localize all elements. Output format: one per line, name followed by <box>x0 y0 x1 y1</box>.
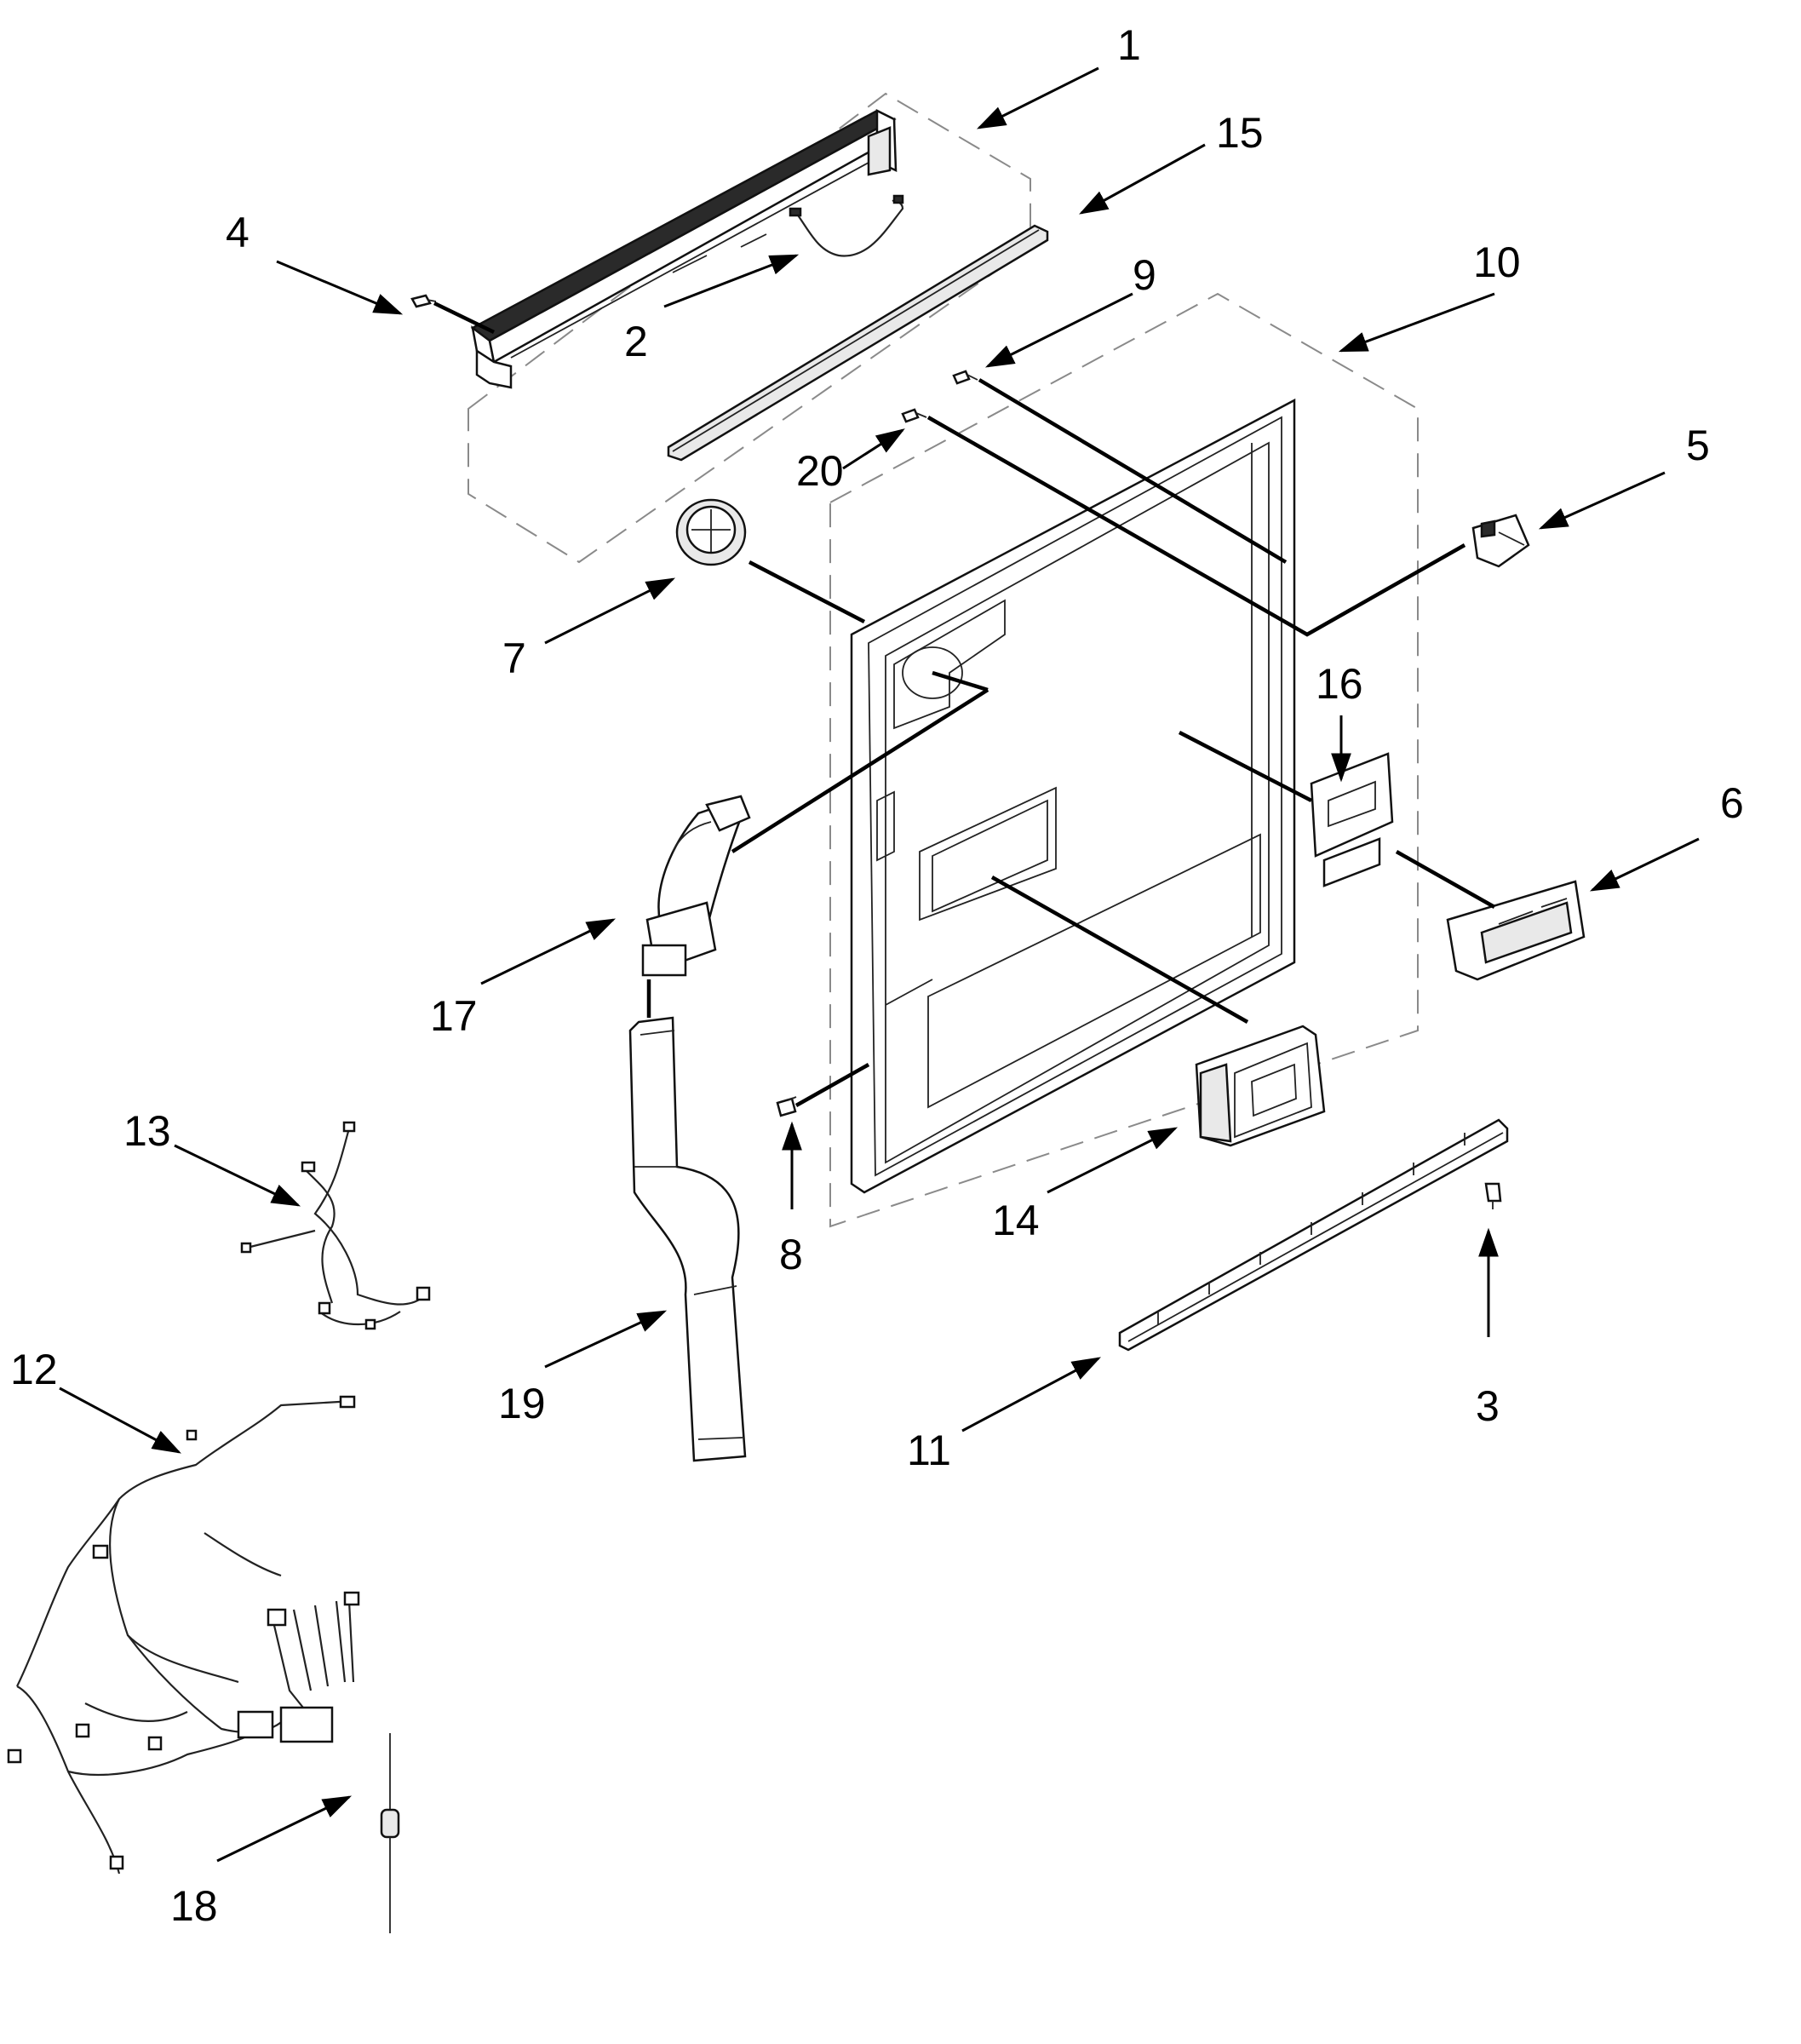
callout-10: 10 <box>1473 238 1521 286</box>
wire-harness-13 <box>240 1121 431 1330</box>
hinge-bracket <box>1310 752 1394 887</box>
screw-part-3 <box>1484 1182 1502 1209</box>
callout-8: 8 <box>779 1231 803 1278</box>
bottom-rail <box>1118 1118 1509 1352</box>
thermal-fuse <box>380 1733 400 1933</box>
callout-13: 13 <box>123 1107 171 1155</box>
callout-9: 9 <box>1133 251 1156 299</box>
vent-assembly <box>641 795 751 977</box>
door-latch-switch <box>1471 514 1530 568</box>
assembly-lines <box>433 301 1496 1107</box>
callout-5: 5 <box>1686 422 1710 469</box>
small-wire-harness <box>789 194 904 257</box>
callout-18: 18 <box>170 1882 218 1930</box>
door-gasket-strip <box>667 224 1049 462</box>
screw-part-4 <box>410 294 437 308</box>
detergent-dispenser <box>1195 1025 1326 1147</box>
screw-part-9 <box>952 370 978 385</box>
callout-6: 6 <box>1720 779 1744 827</box>
callout-2: 2 <box>624 318 648 365</box>
control-panel-trim <box>470 108 898 389</box>
callout-16: 16 <box>1316 660 1363 708</box>
round-vent-cap <box>675 498 747 566</box>
callout-1: 1 <box>1117 21 1141 69</box>
callout-4: 4 <box>226 209 250 256</box>
wire-harness-12 <box>7 1395 360 1875</box>
callout-15: 15 <box>1216 109 1264 157</box>
screw-part-8 <box>776 1096 797 1117</box>
callout-7: 7 <box>502 634 526 682</box>
inner-door-panel <box>850 398 1296 1194</box>
vent-duct <box>628 1016 747 1462</box>
screw-part-20 <box>901 408 927 423</box>
callout-labels: 1 2 3 4 5 6 7 8 9 10 11 12 13 14 15 16 1… <box>10 21 1744 1930</box>
callout-14: 14 <box>992 1197 1040 1244</box>
callout-arrows <box>59 66 1700 1863</box>
callout-19: 19 <box>498 1380 546 1427</box>
callout-17: 17 <box>430 992 478 1040</box>
callout-3: 3 <box>1476 1382 1500 1430</box>
callout-12: 12 <box>10 1346 58 1393</box>
callout-20: 20 <box>796 447 844 495</box>
latch-housing <box>1446 880 1586 981</box>
callout-11: 11 <box>907 1427 951 1474</box>
